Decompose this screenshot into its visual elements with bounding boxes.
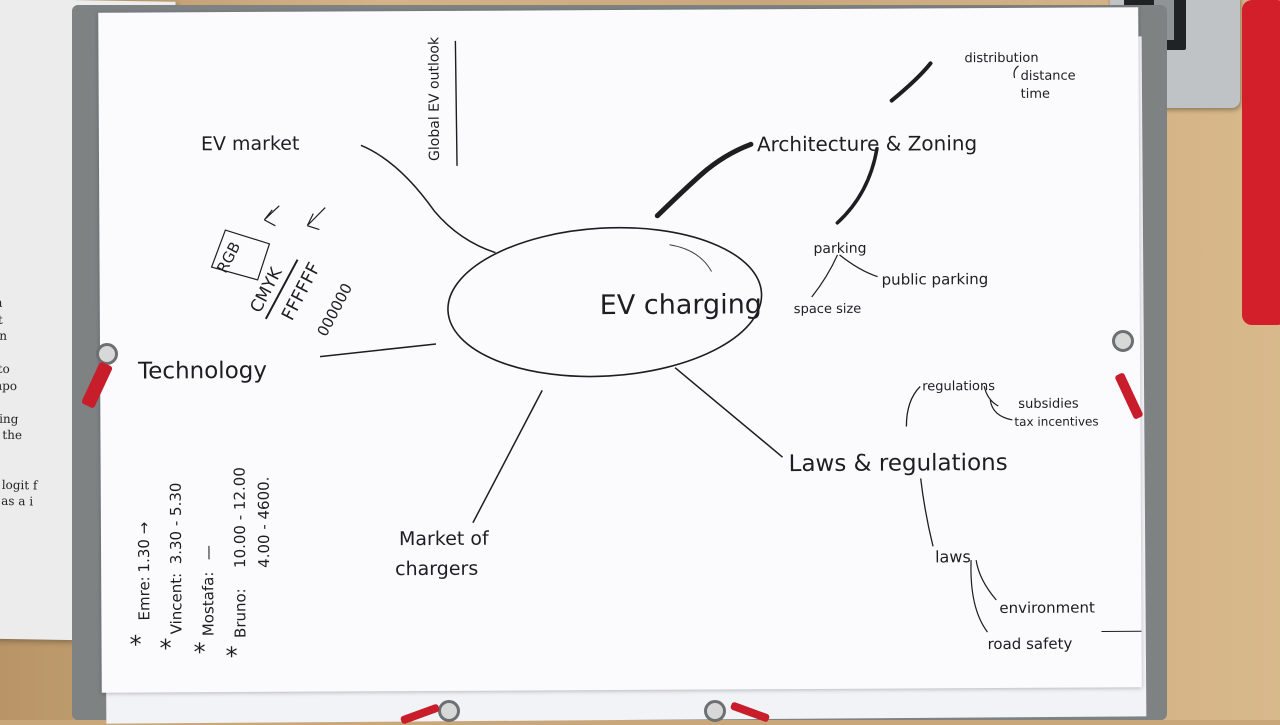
sub-line-space-size xyxy=(812,255,838,297)
schedule-bruno: Bruno: xyxy=(231,588,249,638)
sub-line-parking xyxy=(837,149,877,223)
environment-label: environment xyxy=(999,599,1095,618)
ellipse-overstroke xyxy=(669,245,711,272)
architecture-zoning-label: Architecture & Zoning xyxy=(757,131,977,156)
schedule-bullet-4: * xyxy=(226,642,238,670)
market-chargers-label-1: Market of xyxy=(399,528,490,550)
sub-line-public-parking xyxy=(840,255,878,277)
tax-incentives-label: tax incentives xyxy=(1014,414,1098,428)
distance-label: distance xyxy=(1021,69,1076,84)
laws-regulations-label: Laws & regulations xyxy=(789,450,1008,477)
sub-line-distribution xyxy=(892,63,931,100)
mind-map-drawing: EV charging EV market Global EV outlook … xyxy=(98,7,1142,692)
space-size-label: space size xyxy=(794,302,862,317)
sub-line-environment xyxy=(976,560,996,600)
mind-map-paper: EV charging EV market Global EV outlook … xyxy=(98,7,1142,692)
black-hex-label: 000000 xyxy=(314,280,357,339)
arrow-icon-rgb xyxy=(264,206,279,226)
ev-market-label: EV market xyxy=(201,133,300,156)
schedule-bullet-2: * xyxy=(159,634,171,662)
sub-line-laws xyxy=(921,478,933,546)
schedule-bullet-3: * xyxy=(194,638,206,666)
branch-line-market-chargers xyxy=(472,390,543,522)
branch-line-laws xyxy=(675,367,782,458)
branch-line-technology xyxy=(320,344,436,357)
schedule-bullet-1: * xyxy=(129,631,141,659)
laws-sub-label: laws xyxy=(935,547,971,566)
market-chargers-label-2: chargers xyxy=(395,558,478,580)
schedule-emre: Emre: xyxy=(135,576,153,620)
binder-ring-bottom-right xyxy=(704,700,726,722)
bracket-distance-time xyxy=(1014,66,1019,78)
public-parking-label: public parking xyxy=(882,270,989,289)
schedule-bruno-time: 10.00 - 12.00 xyxy=(231,467,250,568)
sub-line-regulations xyxy=(906,386,920,426)
parking-label: parking xyxy=(813,241,866,257)
schedule-mostafa: Mostafa: xyxy=(199,572,217,637)
rgb-label: RGB xyxy=(213,239,244,276)
global-outlook-label: Global EV outlook xyxy=(426,36,443,161)
road-safety-label: road safety xyxy=(987,635,1072,653)
schedule-vincent-time: 3.30 - 5.30 xyxy=(167,483,185,565)
schedule-vincent: Vincent: xyxy=(167,573,185,635)
technology-label: Technology xyxy=(137,358,267,385)
schedule-emre-time: 1.30 → xyxy=(135,522,153,573)
binder-ring-bottom-left xyxy=(438,700,460,722)
binder-ring-right xyxy=(1112,330,1134,352)
time-label: time xyxy=(1021,87,1050,102)
arrow-icon-cmyk xyxy=(307,208,325,230)
red-notebook xyxy=(1242,0,1280,325)
underline-global-outlook xyxy=(455,41,457,166)
distribution-label: distribution xyxy=(964,51,1038,66)
schedule-bruno-time-2: 4.00 - 4600. xyxy=(255,477,273,568)
branch-line-architecture xyxy=(657,144,751,215)
white-hex-label: FFFFFF xyxy=(278,259,325,324)
regulations-label: regulations xyxy=(922,379,995,394)
schedule-mostafa-time: — xyxy=(199,545,217,560)
center-topic-label: EV charging xyxy=(600,289,762,321)
subsidies-label: subsidies xyxy=(1018,397,1079,412)
